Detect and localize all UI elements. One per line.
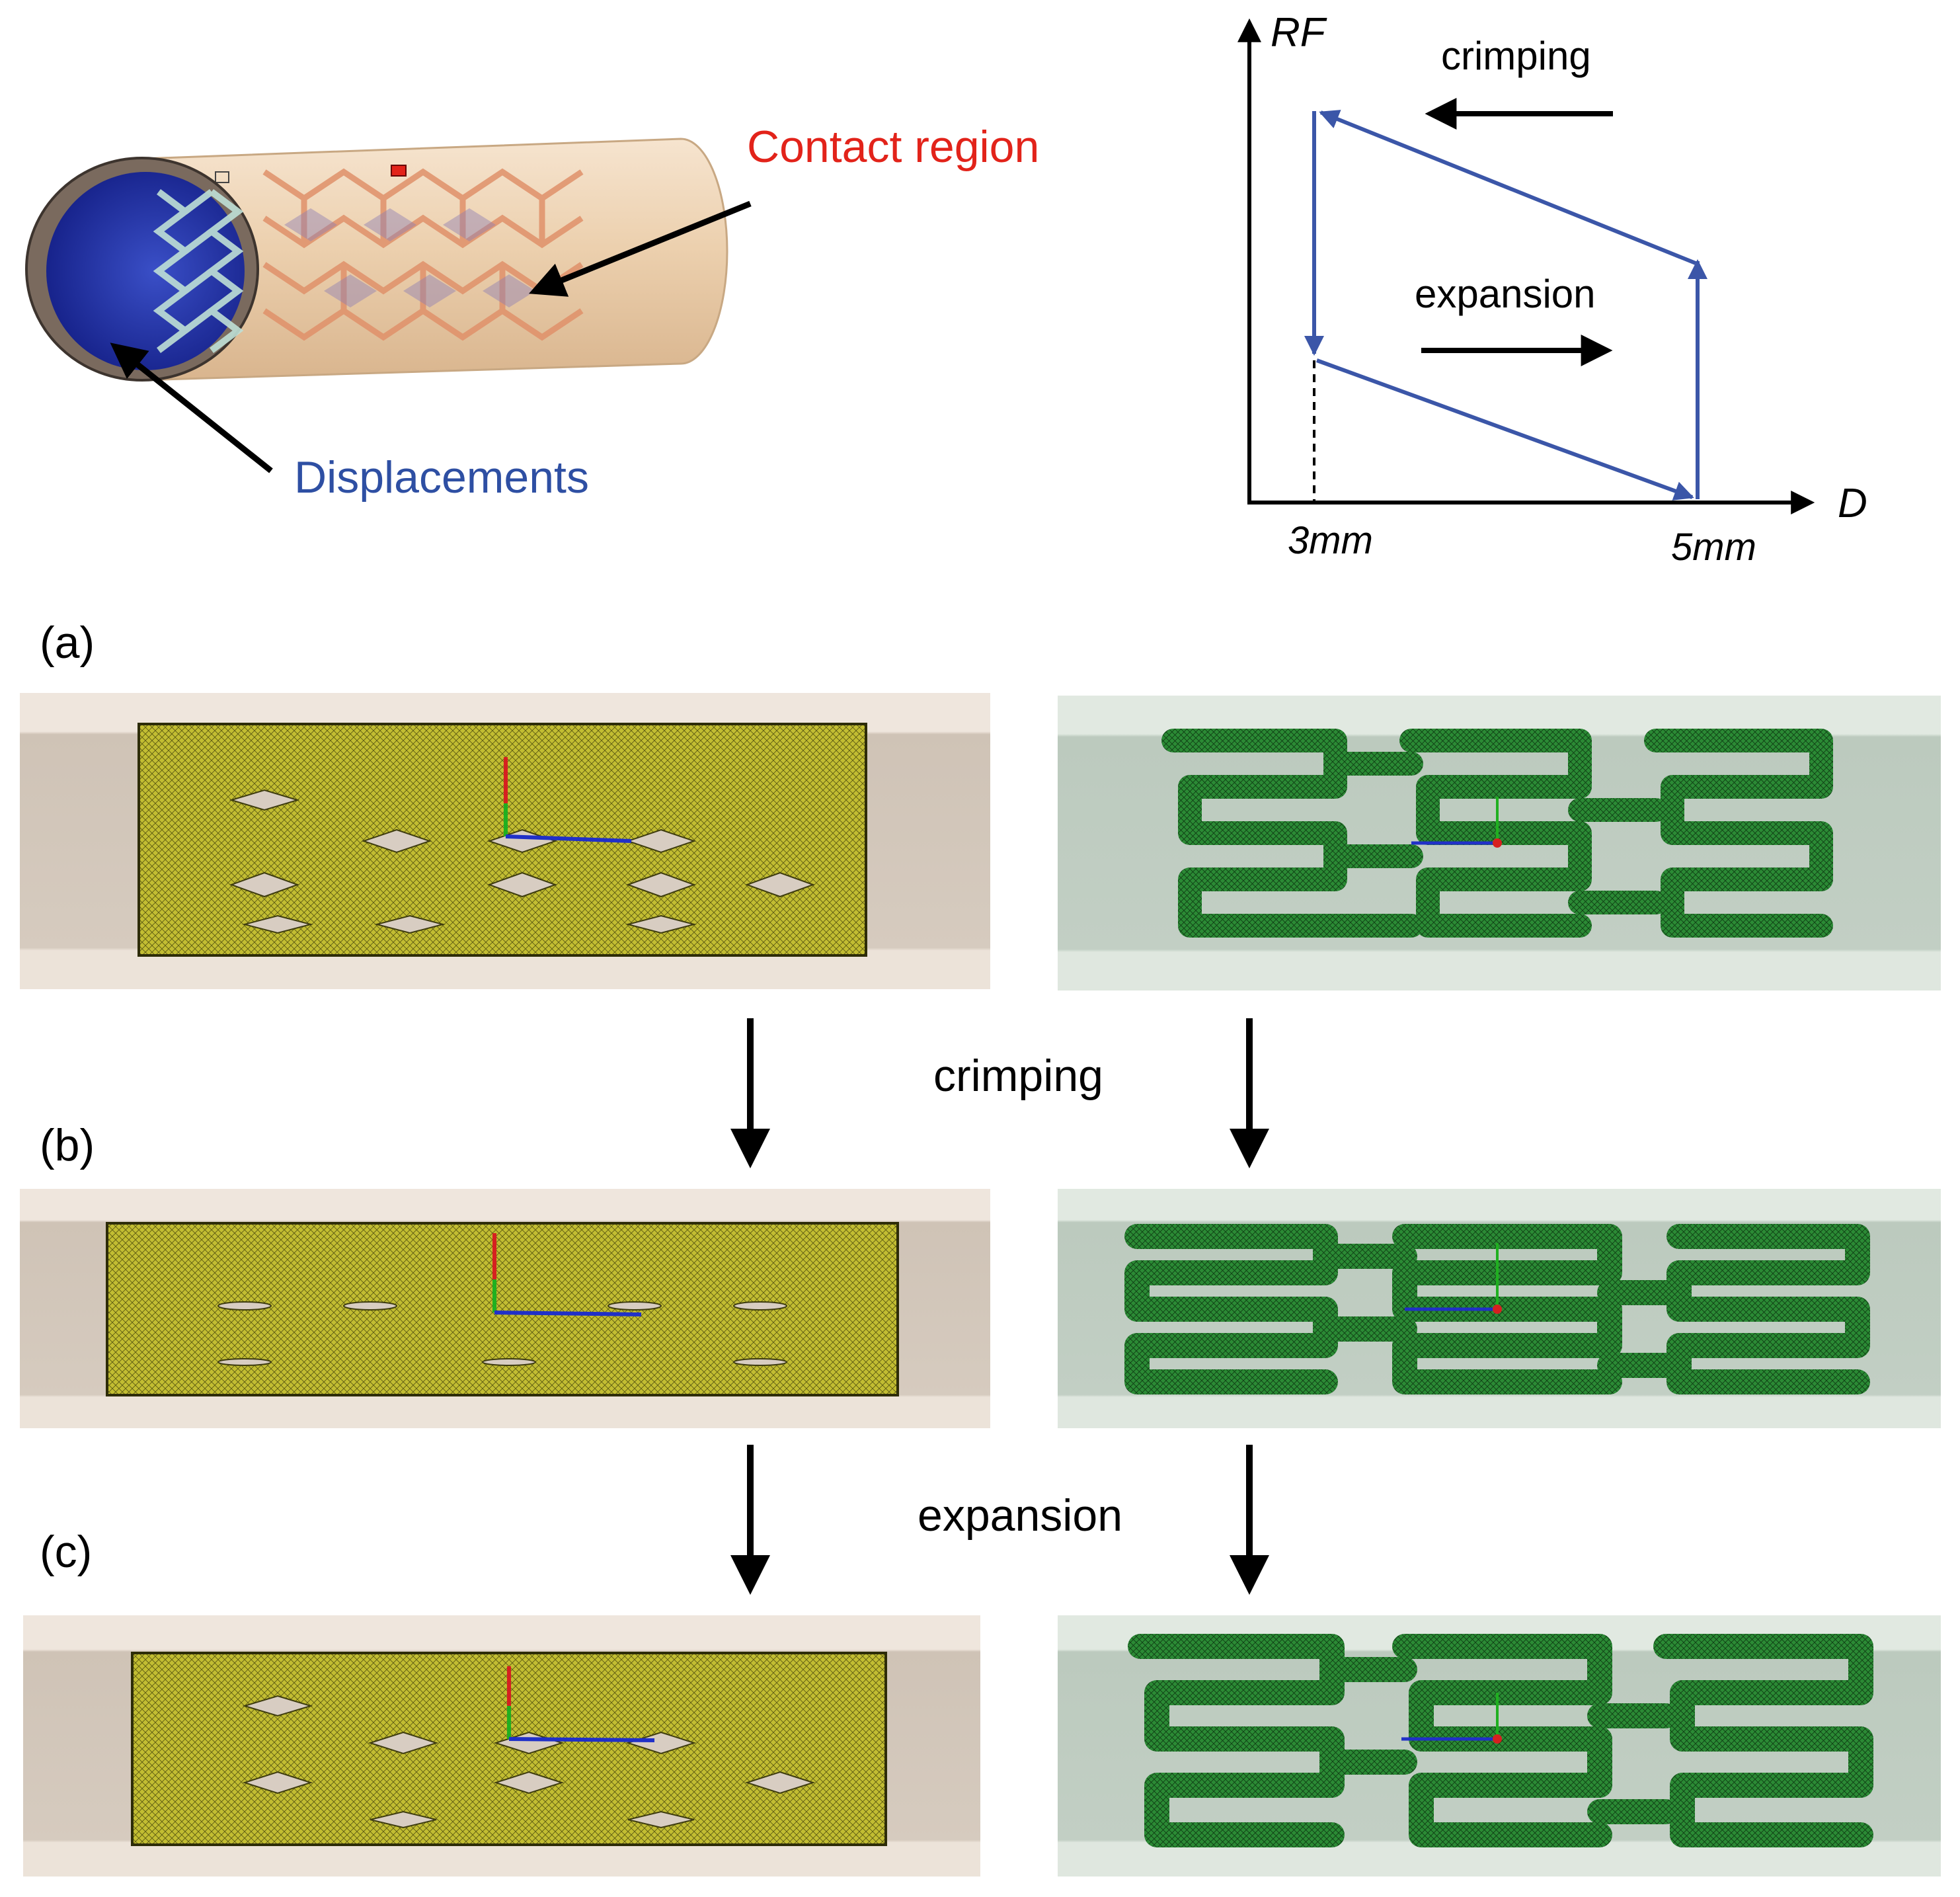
stage-b-right-stent [1124, 1224, 1870, 1394]
stage-c-left-model [23, 1615, 980, 1877]
tube-3d-illustration: Contact region Displacements [25, 122, 1039, 503]
displacements-label: Displacements [294, 452, 589, 503]
graph-expansion-label: expansion [1415, 272, 1596, 316]
stage-b-left-axes-icon [492, 1233, 642, 1316]
stage-c-label: (c) [40, 1527, 92, 1577]
rf-d-graph: RF D 3mm 5mm crimping expansion [1237, 10, 1867, 569]
stage-c-right-stent [1128, 1634, 1873, 1847]
tick-3mm-label: 3mm [1288, 519, 1373, 562]
stage-b-left-gaps [217, 1301, 787, 1366]
stage-b-left-model [20, 1189, 990, 1428]
stage-a-right-stent [1161, 729, 1833, 938]
hysteresis-loop [1304, 110, 1707, 501]
marker-red-icon [391, 165, 407, 177]
marker-open-icon [215, 171, 229, 183]
expansion-step-label: expansion [918, 1490, 1122, 1541]
displacement-arrow [110, 343, 273, 473]
stage-a-label: (a) [40, 618, 95, 668]
tube-body [141, 138, 728, 382]
stent-lattice-shadow [284, 208, 535, 307]
stage-a-left-axes-icon [504, 757, 632, 843]
graph-crimping-label: crimping [1441, 34, 1591, 78]
crimping-step-label: crimping [933, 1051, 1103, 1101]
stage-b-right-axes-icon [1405, 1243, 1502, 1314]
tick-5mm-label: 5mm [1671, 526, 1756, 569]
stage-b-right-model [1058, 1189, 1941, 1428]
stage-a-left-cells [229, 789, 815, 934]
stage-c-left-axes-icon [507, 1666, 655, 1742]
stent-inner-struts [153, 189, 244, 353]
contact-region-arrow [528, 200, 752, 297]
y-axis-label: RF [1271, 10, 1327, 56]
stage-b-label: (b) [40, 1120, 95, 1170]
contact-region-label: Contact region [747, 122, 1039, 172]
stage-c-left-cells [242, 1695, 816, 1829]
x-axis-label: D [1838, 481, 1867, 526]
stage-a-right-axes-icon [1411, 797, 1502, 848]
stage-a-left-model [20, 693, 990, 989]
stage-c-right-model [1058, 1615, 1941, 1877]
stage-a-right-model [1058, 696, 1941, 990]
stage-c-right-axes-icon [1401, 1693, 1502, 1744]
